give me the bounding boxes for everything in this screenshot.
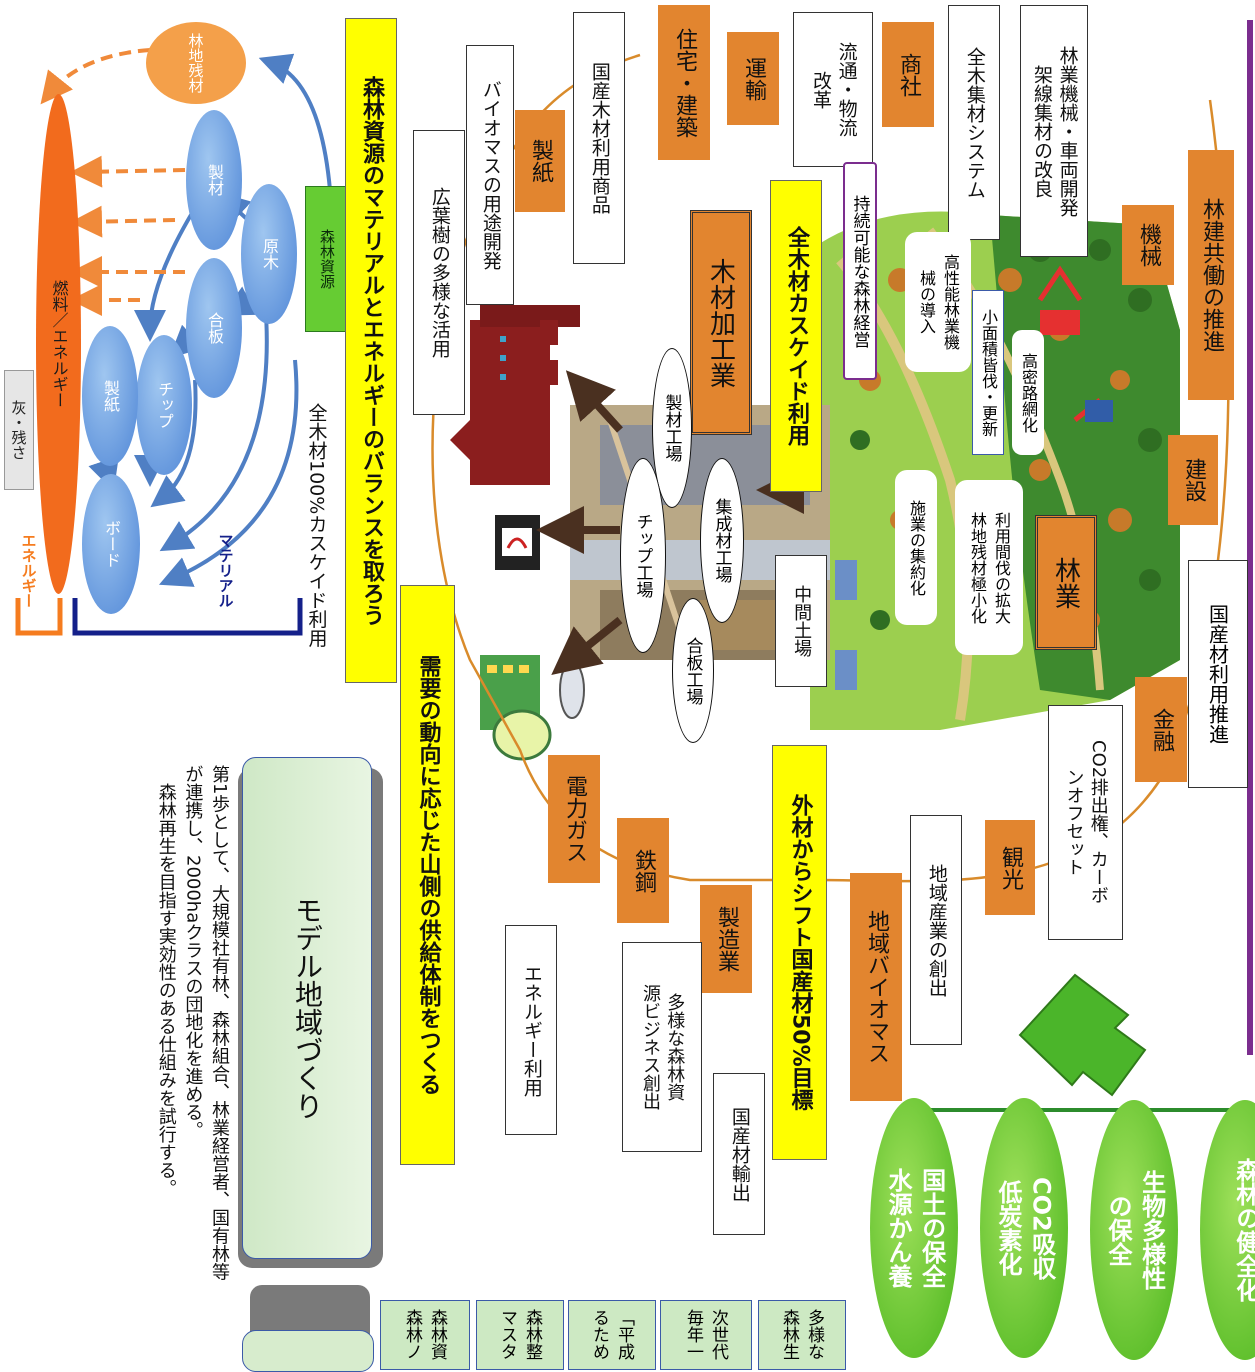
node-board: ボード <box>82 474 140 614</box>
box-hardwood: 広葉樹の多様な活用 <box>413 130 465 415</box>
node-plywood: 合板 <box>186 258 242 398</box>
ring-label-domestic-promo: 国産材利用推進 <box>1188 560 1248 788</box>
wood-industry-box: 木材加工業 <box>690 210 752 435</box>
node-raw-wood: 原木 <box>241 184 297 324</box>
ring-label-rinken: 林建共働の推進 <box>1188 150 1234 400</box>
model-title-box: モデル地域づくり <box>242 757 372 1259</box>
ring-label-machinery: 機械 <box>1122 205 1174 285</box>
ring-label-housing: 住宅・建築 <box>658 5 710 160</box>
ring-label-construction: 建設 <box>1168 435 1218 525</box>
node-forest-residue: 林地残材 <box>146 22 246 104</box>
consolidation-label: 施業の集約化 <box>895 470 937 625</box>
box-energy-use: エネルギー利用 <box>505 925 557 1135</box>
box-midyard: 中間土場 <box>775 555 827 687</box>
ring-label-paper: 製紙 <box>515 110 565 212</box>
circle-land-conservation: 国土の保全 水源かん養 <box>870 1098 958 1358</box>
circle-co2: CO2吸収 低炭素化 <box>980 1098 1068 1358</box>
power-plant-icon <box>480 655 585 761</box>
boiler-icon <box>495 515 540 570</box>
node-paper: 製紙 <box>82 326 138 466</box>
circle-biodiversity: 生物多様性 の保全 <box>1090 1100 1178 1360</box>
ring-label-trading: 商社 <box>882 22 934 127</box>
ring-label-power-gas: 電力ガス <box>548 755 600 883</box>
ring-label-tourism: 観光 <box>985 820 1035 915</box>
node-forest-resource: 森林資源 <box>305 186 350 332</box>
material-label: マテリアル <box>216 532 235 608</box>
node-fuel-energy: 燃料／エネルギー <box>36 94 81 594</box>
right-frame <box>1247 20 1253 1055</box>
outcome-bracket <box>903 1102 1252 1140</box>
cascade-caption: 全木材100%カスケイド利用 <box>305 402 328 648</box>
fragment-forest-maintenance: 森林整 マスタ <box>476 1300 564 1370</box>
forestry-box: 林業 <box>1035 515 1097 650</box>
box-local-industry: 地域産業の創出 <box>910 815 962 1045</box>
plant-glulam: 集成材工場 <box>700 458 744 623</box>
node-chip: チップ <box>136 335 192 475</box>
box-diverse-business: 多様な森林資 源ビジネス創出 <box>622 942 702 1152</box>
small-area-label: 小面積皆伐・更新 <box>972 290 1004 455</box>
energy-bracket <box>15 598 63 636</box>
plant-plywood: 合板工場 <box>672 598 714 743</box>
sustainable-mgmt-label: 持続可能な森林経営 <box>843 162 877 380</box>
box-biomass-use: バイオマスの用途開発 <box>466 45 514 305</box>
ring-label-local-biomass: 地域バイオマス <box>850 873 902 1101</box>
node-lumber: 製材 <box>186 110 242 250</box>
energy-flow-arrows <box>40 48 186 316</box>
box-distribution: 流通・物流 改革 <box>793 12 873 167</box>
material-bracket <box>72 598 303 636</box>
box-domestic-products: 国産木材利用商品 <box>573 12 625 264</box>
plant-chip: チップ工場 <box>620 458 666 653</box>
box-whole-tree: 全木集材システム <box>948 5 1000 240</box>
domestic-target-banner: 外材からシフト国産材50%目標 <box>772 745 827 1160</box>
road-network-label: 高密路網化 <box>1012 330 1044 455</box>
box-export: 国産材輸出 <box>713 1073 765 1235</box>
thinning-label: 利用間伐の拡大 林地残材極小化 <box>955 480 1023 655</box>
outcome-arrow <box>1018 973 1147 1097</box>
fragment-next-gen: 次世代 毎年一 <box>660 1300 752 1370</box>
ring-label-manufacturing: 製造業 <box>700 885 752 993</box>
fragment-heisei: 「平成 るため <box>568 1300 656 1370</box>
supply-banner: 需要の動向に応じた山側の供給体制をつくる <box>400 585 455 1165</box>
ring-label-steel: 鉄鋼 <box>617 818 669 923</box>
ring-label-transport: 運輸 <box>727 32 779 125</box>
box-co2-offset: CO2排出権、カーボ ンオフセット <box>1048 705 1123 940</box>
high-machine-label: 高性能林業機 械の導入 <box>905 232 971 372</box>
model-second-box <box>242 1330 374 1372</box>
fragment-diverse-forest: 多様な 森林生 <box>758 1300 846 1370</box>
balance-banner: 森林資源のマテリアルとエネルギーのバランスを取ろう <box>345 18 397 683</box>
fragment-forest-resource: 森林資 森林ノ <box>380 1300 470 1370</box>
model-description: 第1歩として、大規模社有林、森林組合、林業経営者、国有林等が連携し、2000ha… <box>155 765 230 1281</box>
factory-icon <box>450 305 580 485</box>
node-ash: 灰・残さ <box>4 370 34 490</box>
energy-label: エネルギー <box>19 532 38 608</box>
plant-sawmill: 製材工場 <box>652 348 692 508</box>
box-machinery-dev: 林業機械・車両開発 架線集材の改良 <box>1020 5 1088 257</box>
ring-label-finance: 金融 <box>1135 677 1187 782</box>
cascade-banner: 全木材カスケイド利用 <box>770 180 822 492</box>
